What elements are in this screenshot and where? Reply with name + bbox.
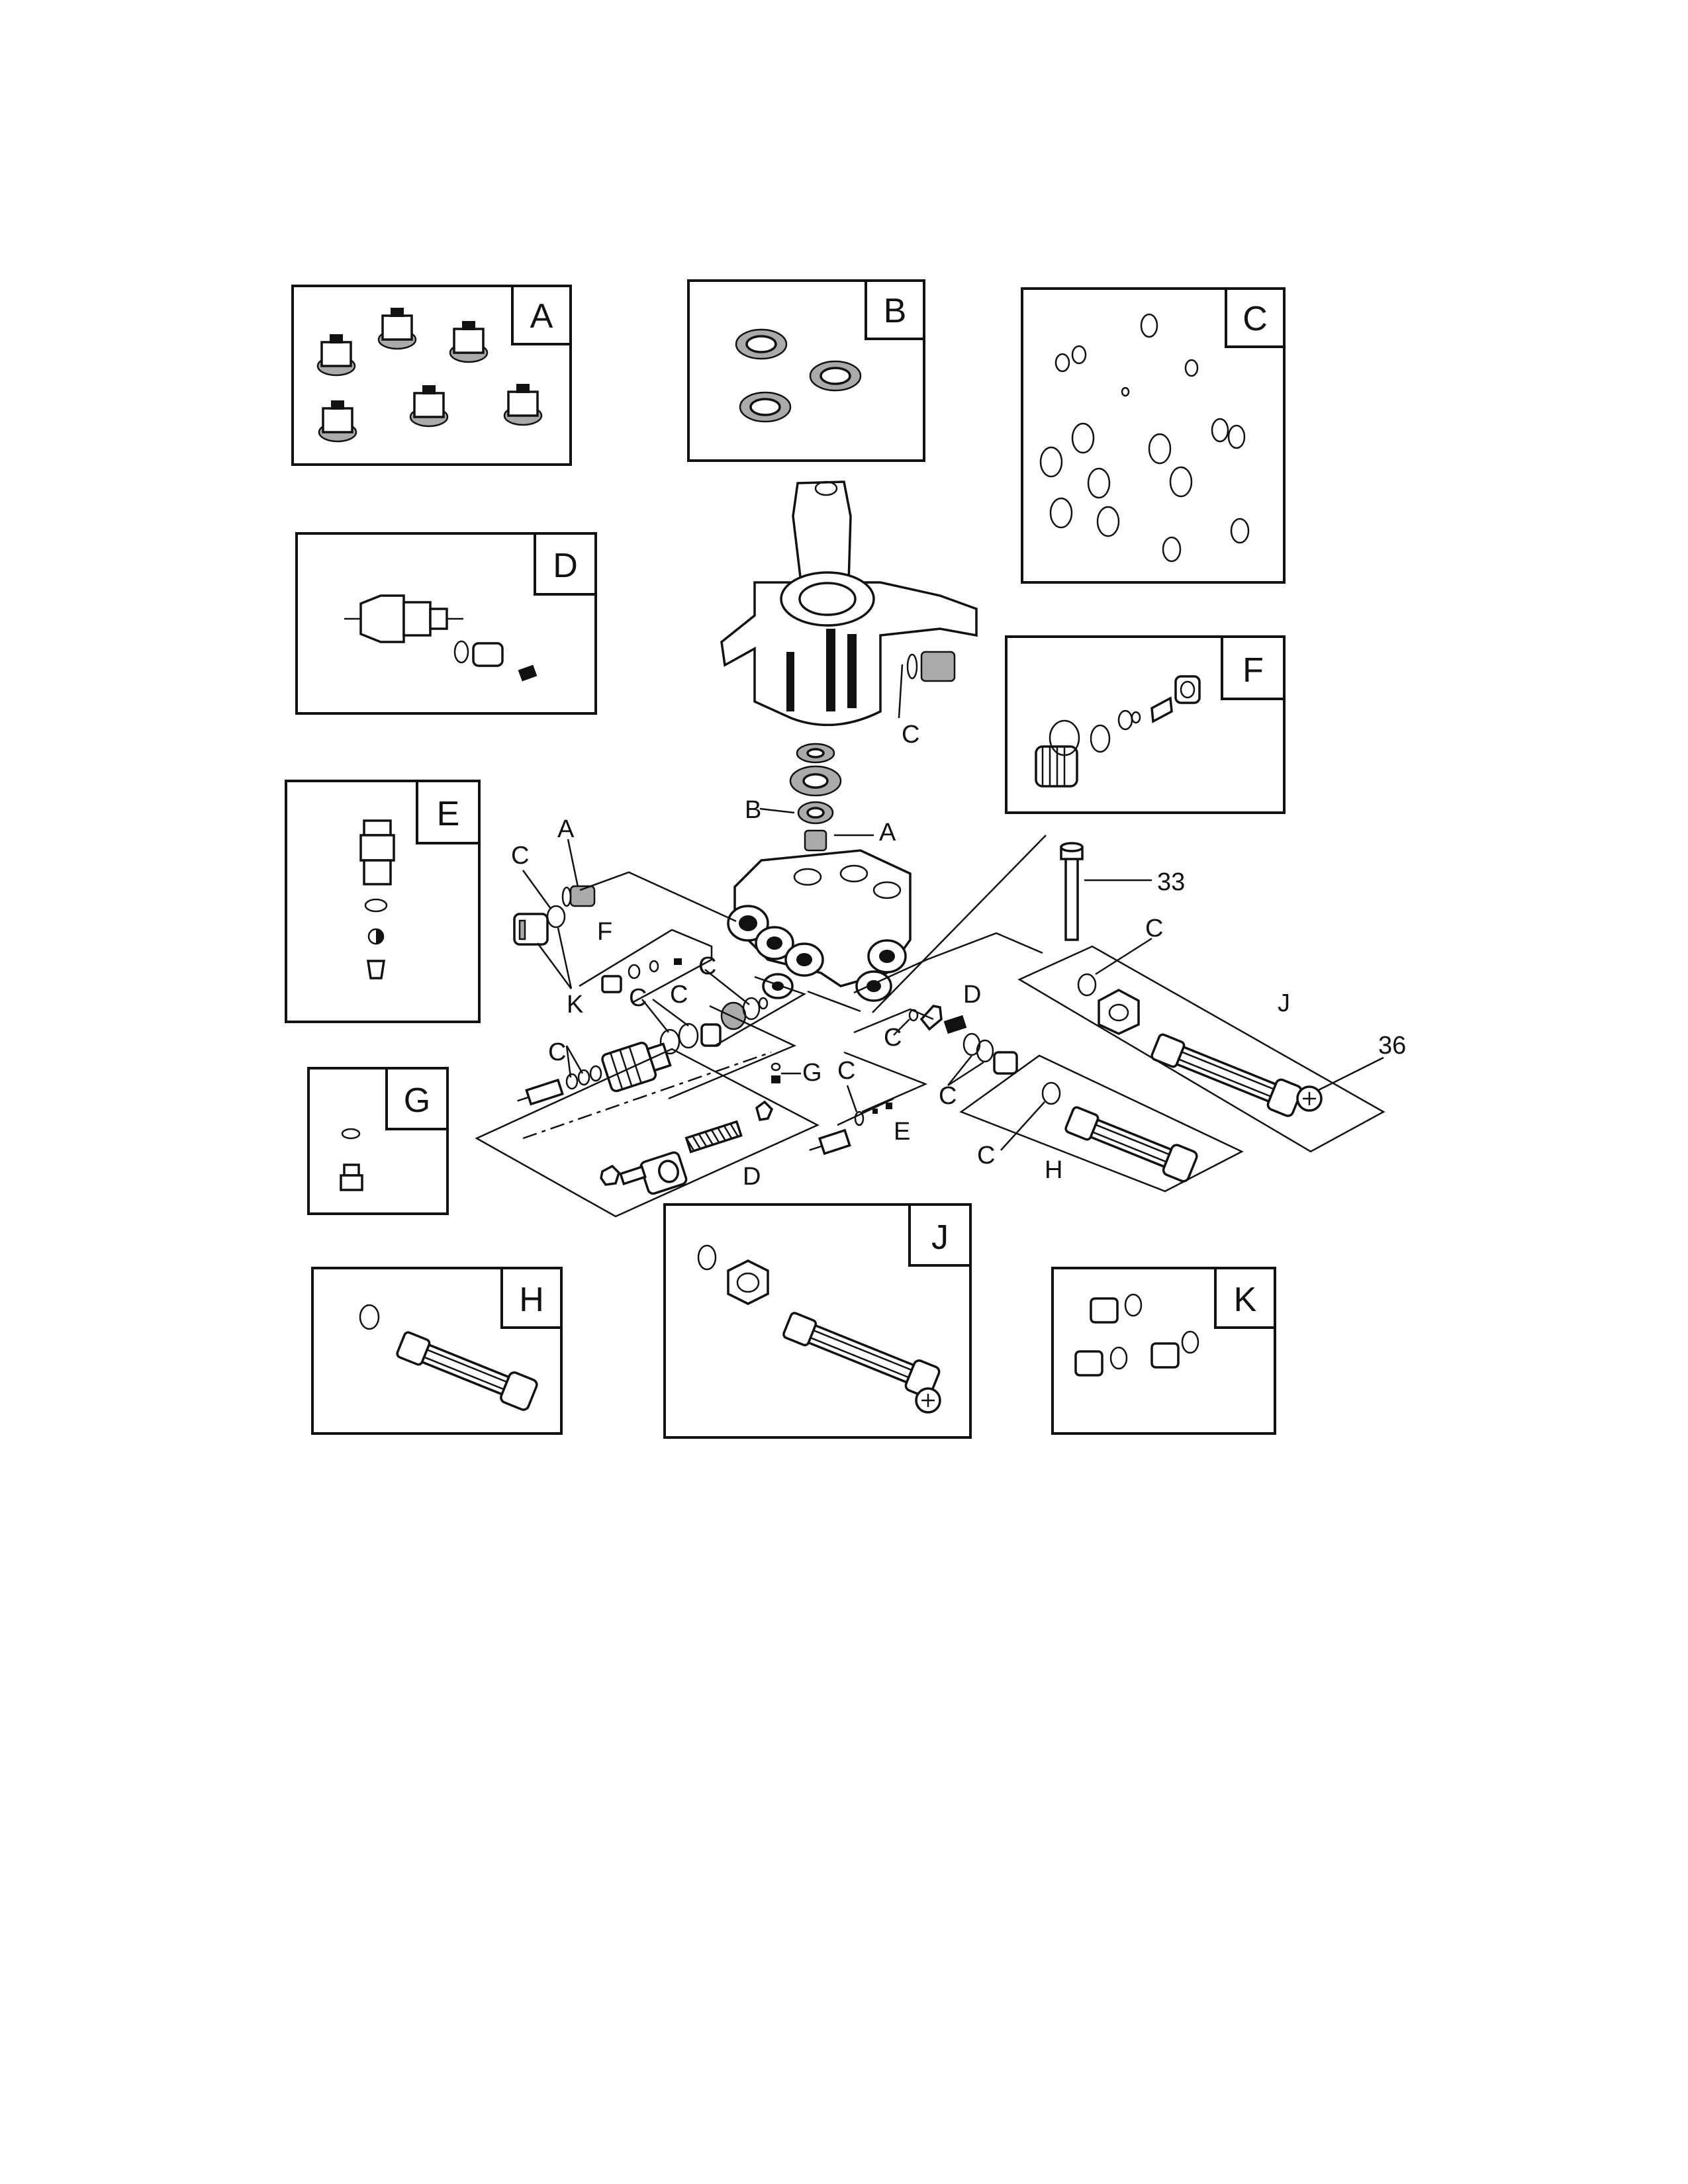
o-ring-set [1039, 313, 1250, 563]
thermal-relief-valve [359, 819, 395, 979]
kit-h-box: H [311, 1267, 563, 1435]
outlet-filter-exploded [1041, 1081, 1198, 1183]
callout-labels: C B A A C K F C C C G C D C D C C E C J … [511, 721, 1406, 1191]
callout-c-right2: C [939, 1082, 957, 1110]
inlet-filter-assembly [697, 1244, 941, 1414]
callout-c-mid2: C [629, 984, 647, 1012]
kit-f-box: F [1005, 635, 1286, 814]
manifold-port [727, 905, 769, 942]
kit-j-box: J [663, 1203, 972, 1439]
callout-c-left: C [511, 842, 529, 870]
callout-c-pump: C [902, 721, 919, 749]
manifold-port [755, 926, 794, 960]
pump-manifold [727, 849, 912, 1002]
plug-set [340, 1128, 363, 1191]
unloader-assembly [344, 594, 538, 682]
callout-c-lower: C [548, 1038, 566, 1066]
callout-e-mid: E [894, 1118, 910, 1146]
left-plug-group [513, 885, 596, 946]
inlet-filter-exploded [1077, 973, 1323, 1117]
callout-c-mid1: C [698, 952, 716, 980]
kit-c-box: C [1021, 287, 1286, 584]
kit-e-box: E [285, 780, 481, 1023]
kit-f-label: F [1243, 651, 1264, 690]
pump-crankcase [720, 480, 978, 727]
manifold-port [855, 970, 892, 1002]
middle-plug [771, 1062, 781, 1083]
kit-c-label: C [1243, 300, 1268, 338]
kit-d-label: D [553, 547, 578, 585]
kit-a-label: A [530, 297, 553, 336]
callout-g-mid: G [802, 1059, 822, 1087]
callout-f-mid: F [597, 918, 612, 946]
outlet-filter-assembly [359, 1304, 538, 1411]
unloader-parts [517, 997, 774, 1195]
kit-k-label: K [1234, 1281, 1257, 1319]
callout-c-right1: C [884, 1024, 902, 1052]
callout-j-right: J [1278, 989, 1290, 1017]
callout-c-e: C [837, 1057, 855, 1085]
piston-seal-stack [789, 743, 842, 852]
kit-b-label: B [884, 292, 907, 330]
kit-b-box: B [687, 279, 925, 462]
kit-d-box: D [295, 532, 597, 715]
plug-and-o-ring-set [1074, 1293, 1199, 1377]
callout-b-seal: B [745, 796, 761, 824]
kit-e-label: E [437, 795, 460, 833]
leader-lines [522, 664, 1384, 1151]
callout-c-f: C [670, 981, 688, 1009]
manifold-port [867, 939, 907, 974]
callout-part-33: 33 [1157, 868, 1185, 896]
manifold-bolt [1060, 842, 1084, 941]
kit-h-label: H [519, 1281, 544, 1319]
manifold-port [784, 942, 824, 977]
kit-j-label: J [931, 1218, 949, 1257]
exploded-outline-panels [475, 835, 1385, 1218]
callout-h-right: H [1045, 1156, 1062, 1184]
relief-valve-parts [809, 1103, 892, 1156]
kit-g-box: G [307, 1067, 449, 1215]
kit-k-box: K [1051, 1267, 1276, 1435]
seal-set [735, 328, 862, 423]
callout-k-left: K [567, 991, 583, 1019]
callout-c-h: C [977, 1142, 995, 1169]
callout-a-valve: A [879, 819, 896, 846]
callout-a-top: A [557, 815, 575, 843]
callout-c-j: C [1145, 915, 1163, 942]
check-valve-set [316, 308, 543, 443]
kit-a-box: A [291, 285, 572, 466]
inlet-fitting-set [1035, 675, 1201, 788]
kit-g-label: G [404, 1081, 430, 1120]
manifold-port [762, 973, 794, 999]
inlet-check-parts [601, 958, 682, 993]
callout-d-right: D [963, 981, 981, 1009]
callout-d-lower: D [743, 1163, 761, 1191]
callout-part-36: 36 [1378, 1032, 1406, 1060]
